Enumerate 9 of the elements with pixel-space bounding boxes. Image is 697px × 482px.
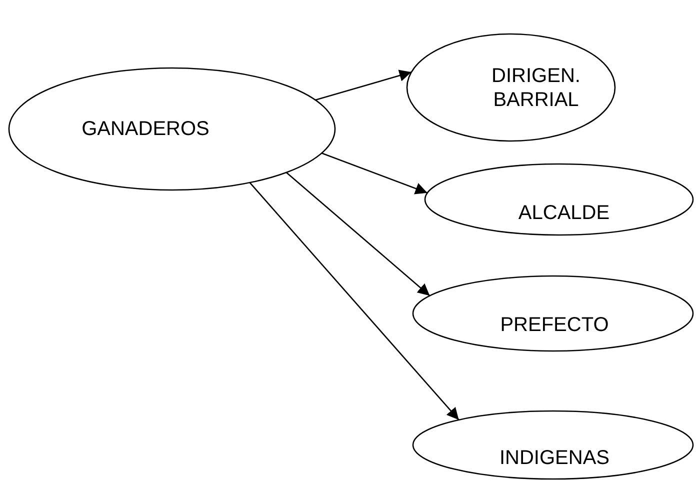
node-label: DIRIGEN. BARRIAL [490, 64, 582, 112]
arrow [321, 152, 428, 194]
arrow [286, 172, 430, 296]
node-label: ALCALDE [517, 201, 611, 225]
node-label: GANADEROS [80, 117, 210, 141]
arrow [315, 70, 412, 101]
arrow [249, 182, 460, 420]
node-label: INDIGENAS [498, 446, 611, 470]
node-label: PREFECTO [499, 313, 610, 337]
